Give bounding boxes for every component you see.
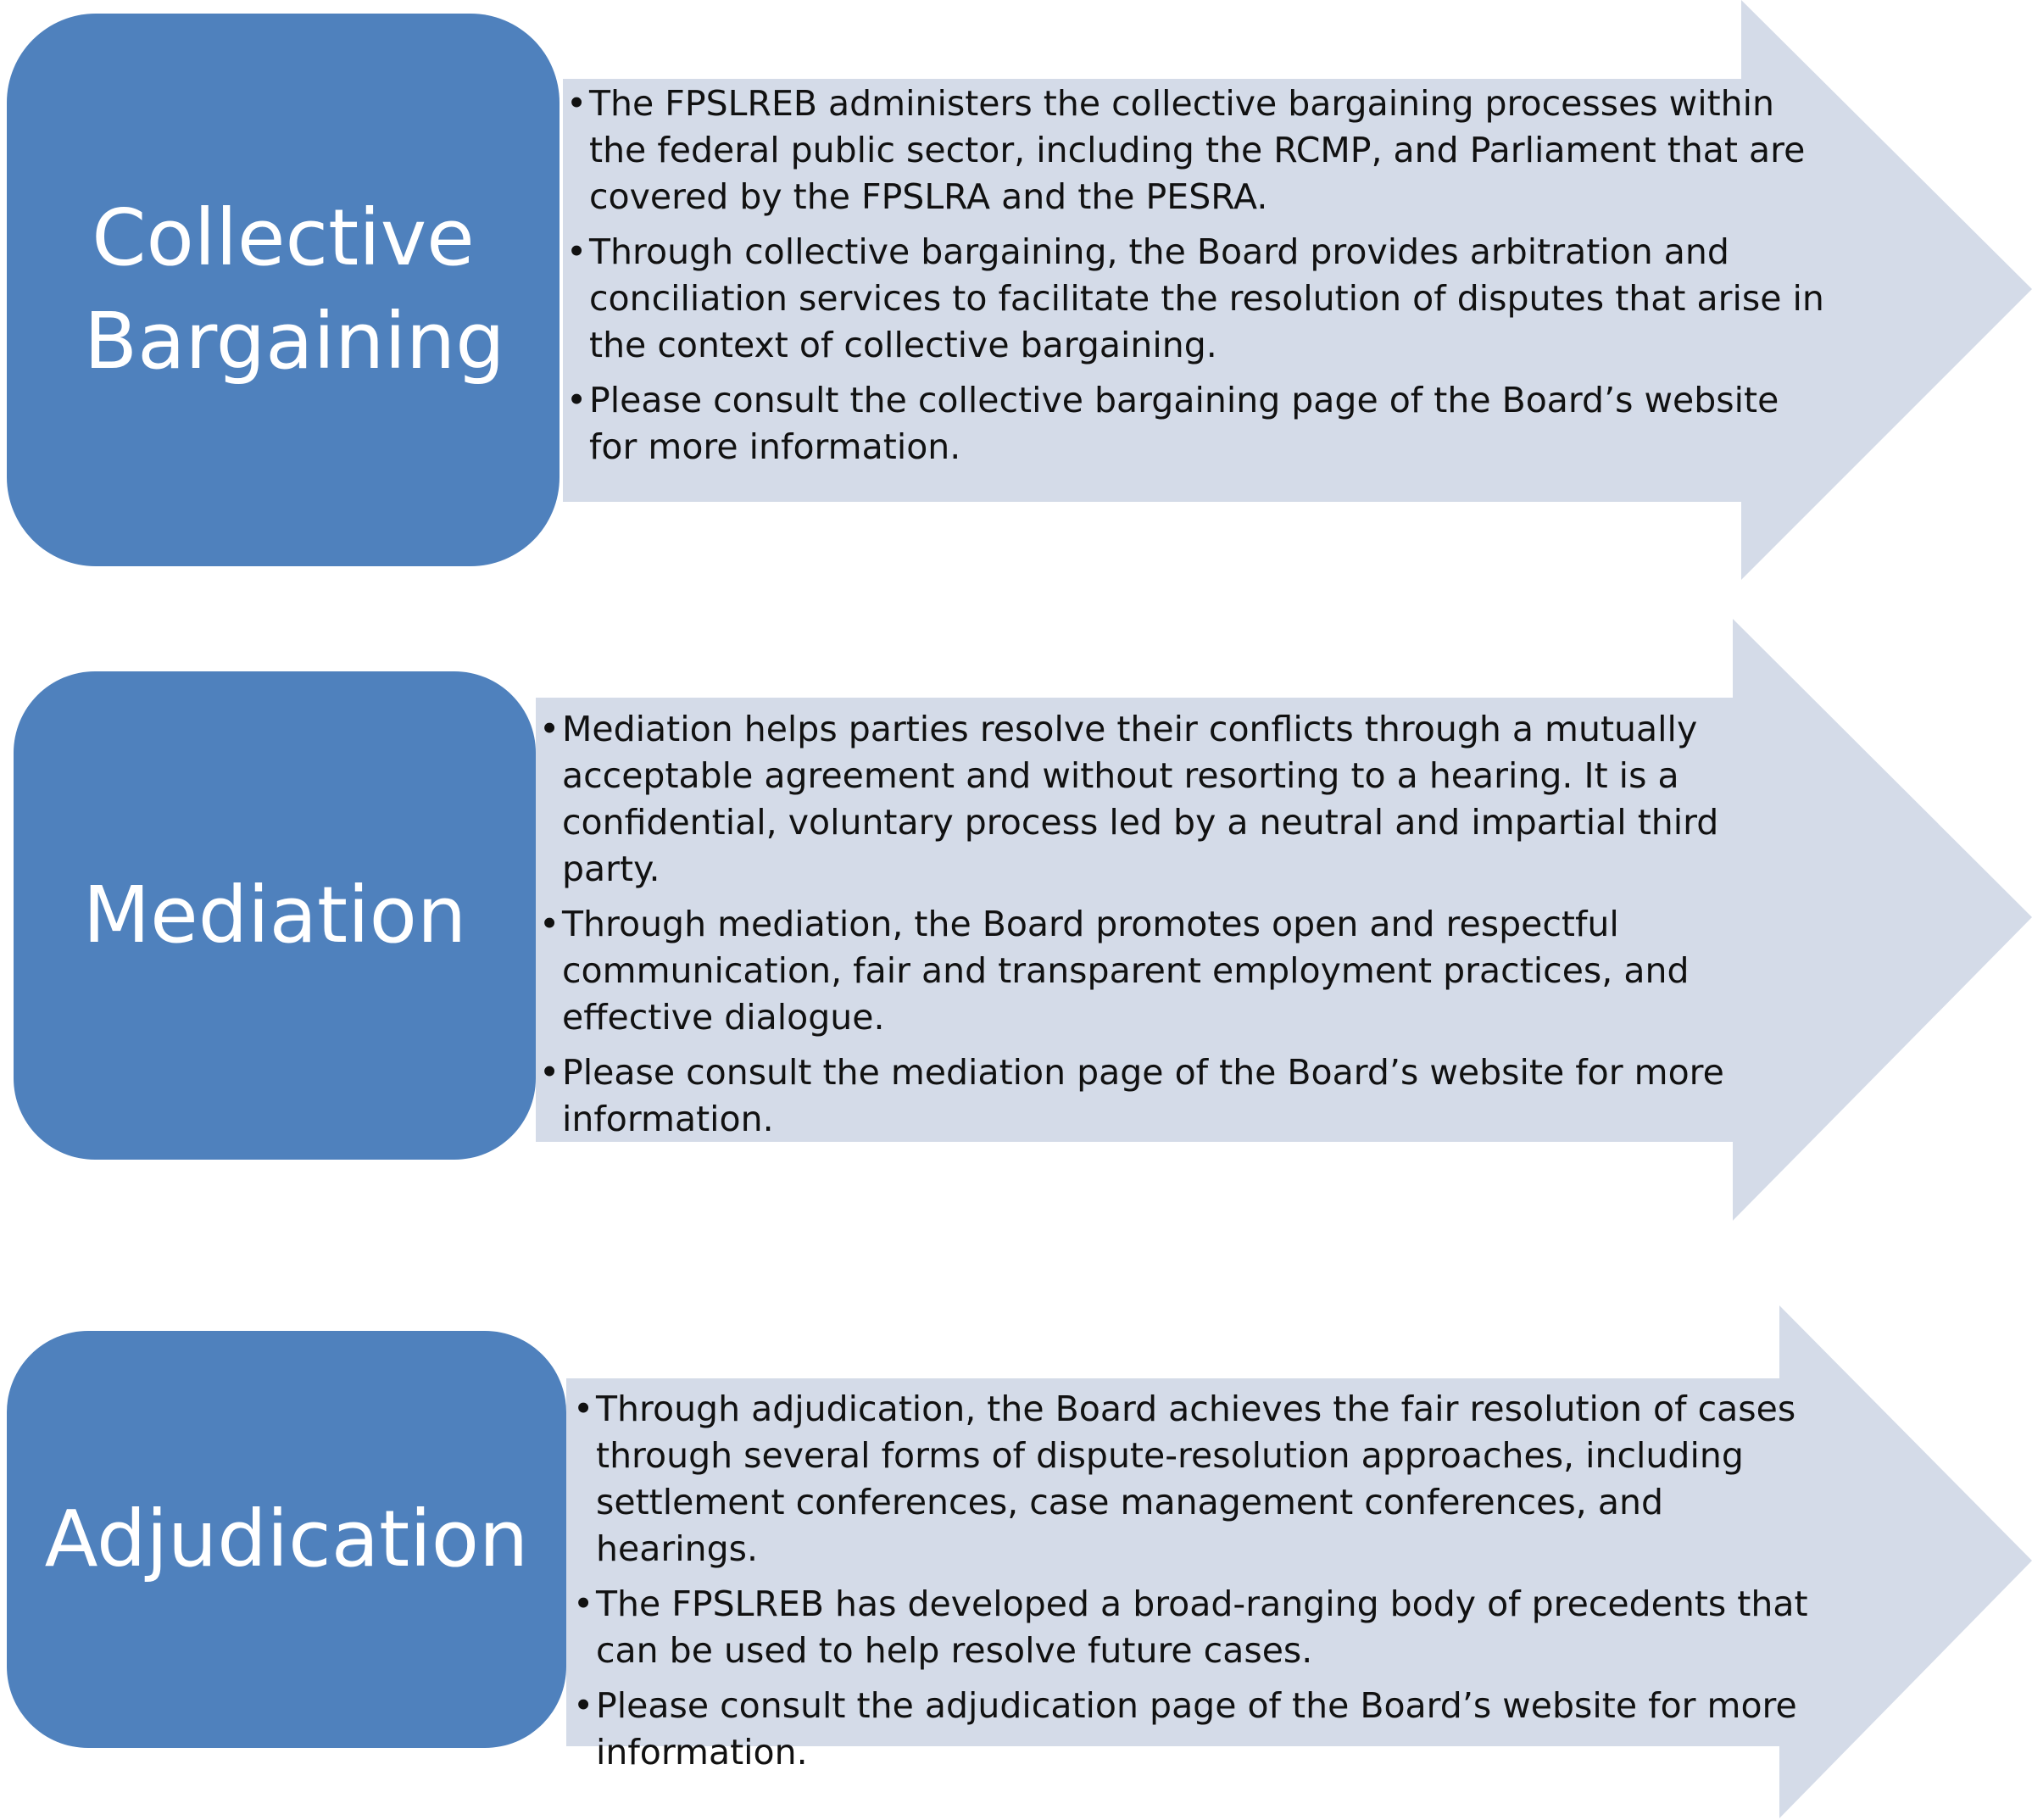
adjudication-label-box: Adjudication xyxy=(7,1331,566,1748)
collective-bargaining-label-box: Collective Bargaining xyxy=(7,14,559,566)
collective-bargaining-bullet-3: Please consult the collective bargaining… xyxy=(566,377,1829,470)
adjudication-bullet-2: The FPSLREB has developed a broad-rangin… xyxy=(573,1581,1819,1674)
collective-bargaining-bullet-1: The FPSLREB administers the collective b… xyxy=(566,81,1829,220)
collective-bargaining-title: Collective Bargaining xyxy=(84,192,505,387)
mediation-label-box: Mediation xyxy=(14,671,536,1160)
mediation-bullet-3: Please consult the mediation page of the… xyxy=(539,1049,1726,1143)
mediation-title: Mediation xyxy=(82,870,467,960)
collective-bargaining-bullet-2: Through collective bargaining, the Board… xyxy=(566,229,1829,369)
collective-bargaining-row: Collective Bargaining The FPSLREB admini… xyxy=(0,0,2032,585)
mediation-row: Mediation Mediation helps parties resolv… xyxy=(0,619,2032,1229)
mediation-bullet-1: Mediation helps parties resolve their co… xyxy=(539,706,1726,893)
adjudication-bullet-1: Through adjudication, the Board achieves… xyxy=(573,1386,1819,1572)
adjudication-row: Adjudication Through adjudication, the B… xyxy=(0,1305,2032,1820)
mediation-bullets: Mediation helps parties resolve their co… xyxy=(539,706,1726,1151)
collective-bargaining-bullets: The FPSLREB administers the collective b… xyxy=(566,81,1829,479)
mediation-bullet-2: Through mediation, the Board promotes op… xyxy=(539,901,1726,1041)
adjudication-bullet-3: Please consult the adjudication page of … xyxy=(573,1683,1819,1776)
adjudication-title: Adjudication xyxy=(44,1494,529,1584)
adjudication-bullets: Through adjudication, the Board achieves… xyxy=(573,1386,1819,1784)
